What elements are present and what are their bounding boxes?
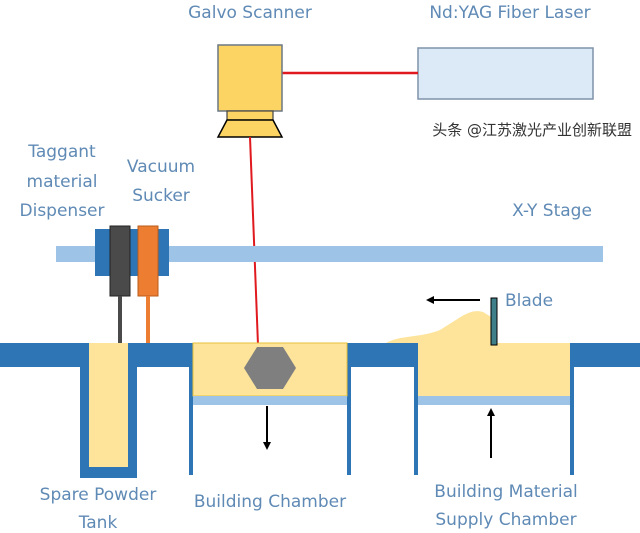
building-chamber-label: Building Chamber xyxy=(194,492,346,512)
taggant-dispenser xyxy=(109,225,131,297)
watermark: 头条 @江苏激光产业创新联盟 xyxy=(432,121,632,139)
sucker-nozzle xyxy=(146,296,150,354)
supply-chamber-label-1: Building Material xyxy=(434,482,577,502)
spare-tank-label-2: Tank xyxy=(78,513,118,533)
hexagon-part xyxy=(244,347,296,389)
building-chamber-wall-right xyxy=(347,343,351,475)
dispenser-nozzle xyxy=(118,296,122,354)
laser-beam-vertical xyxy=(249,136,259,346)
vacuum-label-1: Vacuum xyxy=(127,157,195,177)
blade-label: Blade xyxy=(505,291,553,311)
powder-heap xyxy=(386,311,493,343)
scanner-lens xyxy=(216,119,284,138)
blade xyxy=(490,297,498,346)
xy-stage-bar xyxy=(56,246,603,262)
laser-label: Nd:YAG Fiber Laser xyxy=(429,3,590,23)
taggant-label-1: Taggant xyxy=(27,142,96,162)
spare-tank-label-1: Spare Powder xyxy=(40,485,157,505)
supply-chamber-wall-right xyxy=(570,343,574,475)
supply-piston xyxy=(418,396,570,405)
building-piston xyxy=(193,396,347,405)
scanner-neck xyxy=(226,110,274,121)
supply-powder xyxy=(418,343,570,396)
supply-chamber-label-2: Supply Chamber xyxy=(435,510,576,530)
spare-powder xyxy=(89,343,128,467)
galvo-scanner-box xyxy=(217,44,283,112)
vacuum-sucker xyxy=(137,225,159,297)
taggant-label-3: Dispenser xyxy=(20,201,105,221)
building-chamber-wall-left xyxy=(189,343,193,475)
fiber-laser-box xyxy=(417,47,594,100)
supply-chamber-wall-left xyxy=(414,343,418,475)
galvo-scanner-label: Galvo Scanner xyxy=(188,3,312,23)
taggant-label-2: material xyxy=(27,172,98,192)
xy-stage-label: X-Y Stage xyxy=(512,201,592,221)
vacuum-label-2: Sucker xyxy=(132,186,190,206)
